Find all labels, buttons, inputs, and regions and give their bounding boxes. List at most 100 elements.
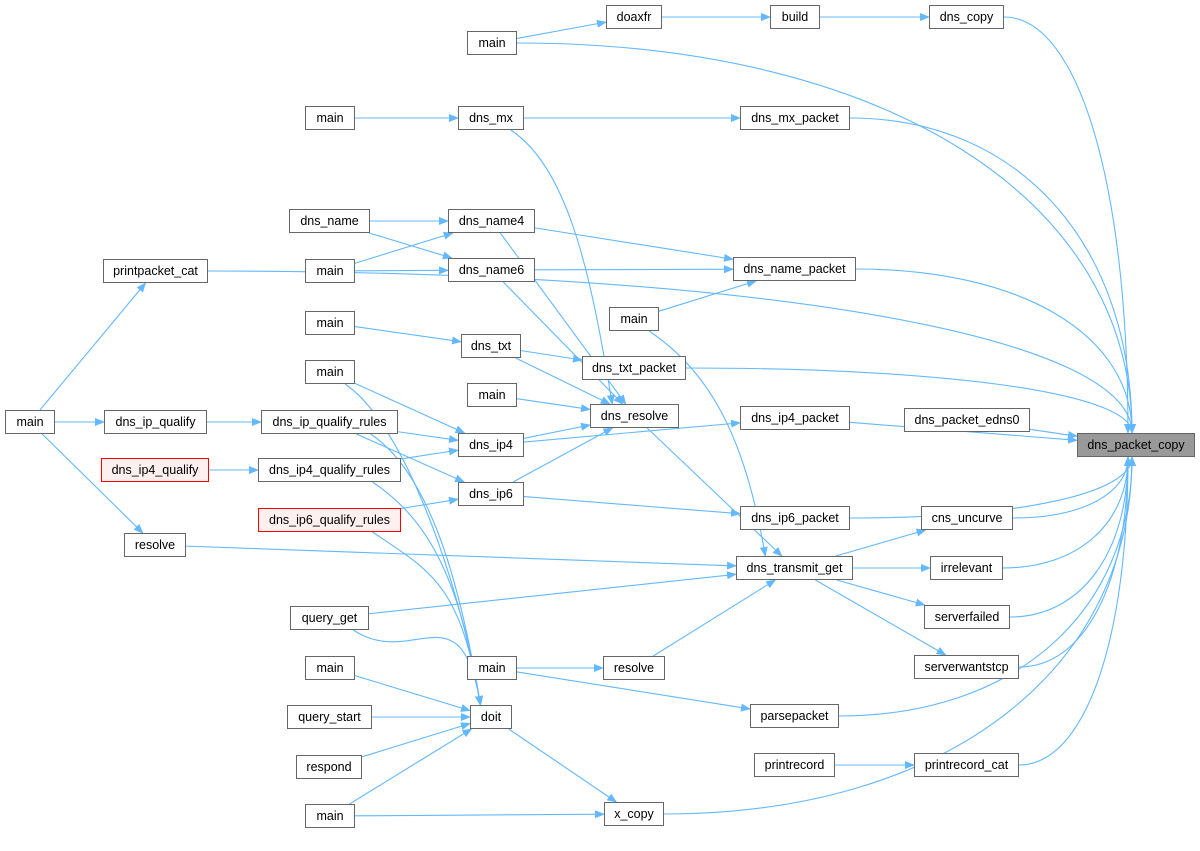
node-dns-mx-packet[interactable]: dns_mx_packet [740, 106, 850, 130]
node-main-i[interactable]: main [467, 656, 517, 680]
edge-main-g-to-dns-resolve [516, 398, 591, 413]
node-dns-ip4-qualify[interactable]: dns_ip4_qualify [101, 458, 209, 482]
node-serverfailed[interactable]: serverfailed [924, 605, 1010, 629]
edge-main-c-to-dns-name4 [354, 231, 454, 264]
node-main-j[interactable]: main [305, 656, 355, 680]
node-main-e[interactable]: main [305, 311, 355, 335]
edge-x-copy-to-dns-packet-copy [663, 456, 1136, 815]
node-dns-packet-copy[interactable]: dns_packet_copy [1077, 433, 1195, 457]
node-serverwantstcp[interactable]: serverwantstcp [914, 655, 1019, 679]
edge-main-i-to-parsepacket [516, 671, 751, 712]
node-dns-ip4[interactable]: dns_ip4 [458, 433, 524, 457]
edge-main-a-to-dns-packet-copy [516, 42, 1136, 434]
edge-dns-ip4-to-dns-resolve [523, 422, 591, 439]
node-main-k[interactable]: main [305, 804, 355, 828]
node-query-start[interactable]: query_start [287, 705, 372, 729]
node-build[interactable]: build [770, 5, 820, 29]
node-dns-resolve[interactable]: dns_resolve [590, 404, 679, 428]
node-dns-ip6[interactable]: dns_ip6 [458, 482, 524, 506]
node-x-copy[interactable]: x_copy [604, 802, 664, 826]
node-dns-copy[interactable]: dns_copy [929, 5, 1004, 29]
edge-query-get-to-dns-transmit-get [368, 571, 737, 615]
edge-dns-ip4-to-dns-ip4-packet [523, 419, 741, 443]
edge-main-k-to-doit [349, 728, 473, 805]
node-dns-name4[interactable]: dns_name4 [448, 209, 535, 233]
node-main-g[interactable]: main [467, 383, 517, 407]
edge-main-e-to-dns-txt [354, 326, 462, 345]
edge-main-f-to-dns-ip4 [354, 382, 466, 434]
edge-main-a-to-doaxfr [516, 19, 607, 39]
edge-dns-resolve-to-dns-transmit-get [646, 427, 783, 557]
edge-doit-to-x-copy [508, 728, 618, 803]
node-dns-packet-edns0[interactable]: dns_packet_edns0 [904, 408, 1030, 432]
node-parsepacket[interactable]: parsepacket [750, 704, 839, 728]
edge-serverwantstcp-to-dns-packet-copy [1018, 456, 1132, 668]
edge-dns-transmit-get-to-cns-uncurve [835, 528, 927, 557]
node-main-d[interactable]: main [609, 307, 659, 331]
edge-dns-packet-edns0-to-dns-packet-copy [1029, 428, 1078, 439]
node-main-h[interactable]: main [5, 410, 55, 434]
edge-dns-ip6-to-dns-ip6-packet [523, 496, 741, 517]
node-resolve-a[interactable]: resolve [124, 533, 186, 557]
node-respond[interactable]: respond [296, 755, 362, 779]
edge-serverfailed-to-dns-packet-copy [1009, 456, 1132, 618]
node-doit[interactable]: doit [470, 705, 512, 729]
node-dns-ip-qualify[interactable]: dns_ip_qualify [104, 410, 207, 434]
node-query-get[interactable]: query_get [290, 606, 369, 630]
edge-resolve-a-to-dns-transmit-get [185, 545, 737, 570]
node-resolve-b[interactable]: resolve [603, 656, 665, 680]
node-dns-txt-packet[interactable]: dns_txt_packet [582, 356, 686, 380]
edge-cns-uncurve-to-dns-packet-copy [1012, 456, 1132, 519]
edge-dns-transmit-get-to-serverfailed [836, 579, 926, 607]
edge-dns-copy-to-dns-packet-copy [1003, 16, 1132, 434]
edge-respond-to-doit [361, 722, 471, 758]
node-main-a[interactable]: main [467, 31, 517, 55]
node-dns-txt[interactable]: dns_txt [461, 334, 521, 358]
edge-main-h-to-printpacket-cat [39, 282, 147, 411]
edge-dns-name6-to-dns-name-packet [534, 265, 734, 274]
edge-dns-ip6-to-dns-resolve [512, 427, 614, 483]
node-dns-transmit-get[interactable]: dns_transmit_get [736, 556, 853, 580]
edge-printpacket-cat-to-dns-packet-copy [207, 270, 1136, 434]
edge-dns-ip6-qualify-rules-to-doit [372, 531, 483, 706]
edge-dns-txt-to-dns-txt-packet [520, 350, 583, 363]
edge-query-get-to-doit [352, 629, 483, 706]
edge-resolve-b-to-dns-transmit-get [652, 579, 777, 657]
edge-parsepacket-to-dns-packet-copy [838, 456, 1136, 717]
node-main-f[interactable]: main [305, 360, 355, 384]
node-printrecord[interactable]: printrecord [754, 753, 835, 777]
edge-dns-name-packet-to-dns-packet-copy [855, 268, 1136, 434]
node-printrecord-cat[interactable]: printrecord_cat [914, 753, 1019, 777]
edge-main-k-to-x-copy [354, 810, 605, 819]
edge-main-h-to-resolve-a [41, 433, 144, 534]
edge-dns-ip-qualify-rules-to-dns-ip4 [397, 431, 459, 443]
node-cns-uncurve[interactable]: cns_uncurve [921, 506, 1013, 530]
node-dns-ip4-qualify-rules[interactable]: dns_ip4_qualify_rules [258, 458, 401, 482]
node-irrelevant[interactable]: irrelevant [930, 556, 1003, 580]
edge-dns-txt-to-dns-resolve [515, 357, 611, 405]
node-dns-name6[interactable]: dns_name6 [448, 258, 535, 282]
edge-irrelevant-to-dns-packet-copy [1002, 456, 1132, 569]
edge-main-d-to-dns-name-packet [658, 279, 757, 312]
edge-dns-name6-to-dns-resolve [502, 281, 624, 405]
node-dns-mx[interactable]: dns_mx [458, 106, 524, 130]
node-dns-ip-qualify-rules[interactable]: dns_ip_qualify_rules [261, 410, 398, 434]
edge-printrecord-cat-to-dns-packet-copy [1018, 456, 1132, 766]
edge-dns-txt-packet-to-dns-packet-copy [685, 367, 1136, 434]
node-dns-ip4-packet[interactable]: dns_ip4_packet [740, 406, 850, 430]
edge-dns-transmit-get-to-serverwantstcp [815, 579, 947, 656]
node-main-c[interactable]: main [305, 259, 355, 283]
edge-main-j-to-doit [354, 675, 471, 712]
node-dns-name[interactable]: dns_name [289, 209, 370, 233]
edge-dns-mx-packet-to-dns-packet-copy [849, 117, 1136, 434]
node-printpacket-cat[interactable]: printpacket_cat [103, 259, 208, 283]
edge-dns-ip6-qualify-rules-to-dns-ip6 [400, 496, 459, 510]
node-dns-ip6-qualify-rules[interactable]: dns_ip6_qualify_rules [258, 508, 401, 532]
edge-dns-name4-to-dns-name-packet [534, 227, 734, 262]
node-main-b[interactable]: main [305, 106, 355, 130]
node-doaxfr[interactable]: doaxfr [606, 5, 662, 29]
node-dns-name-packet[interactable]: dns_name_packet [733, 257, 856, 281]
edge-dns-name-to-dns-name6 [369, 232, 453, 260]
node-dns-ip6-packet[interactable]: dns_ip6_packet [740, 506, 850, 530]
edge-dns-ip4-qualify-rules-to-dns-ip4 [400, 447, 459, 460]
